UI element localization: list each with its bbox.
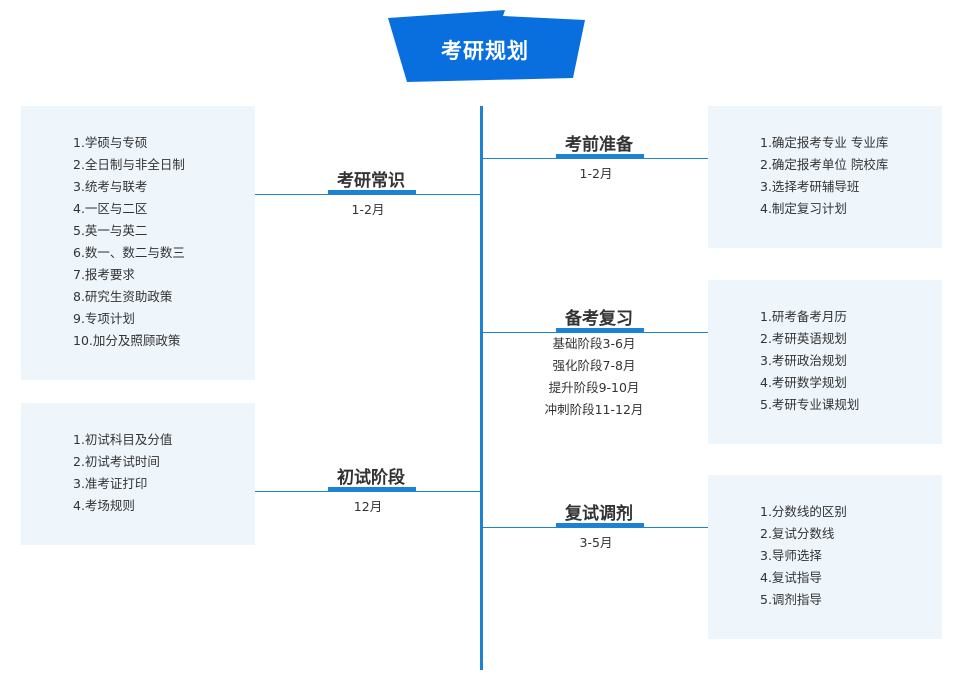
item-list-kaoyan-changshi: 1.学硕与专硕 2.全日制与非全日制 3.统考与联考 4.一区与二区 5.英一与英二 6.… — [73, 132, 185, 352]
list-item: 2.全日制与非全日制 — [73, 157, 185, 172]
branch-date-kaoqian-zhunbei: 1-2月 — [579, 166, 613, 181]
list-item: 8.研究生资助政策 — [73, 289, 173, 304]
list-item: 4.一区与二区 — [73, 201, 148, 216]
list-item: 2.复试分数线 — [760, 526, 835, 541]
connector-fushi-tiaoji — [483, 527, 708, 528]
info-box-kaoyan-changshi: 1.学硕与专硕 2.全日制与非全日制 3.统考与联考 4.一区与二区 5.英一与英二 6.… — [21, 106, 255, 380]
list-item: 1.学硕与专硕 — [73, 135, 148, 150]
info-box-kaoqian-zhunbei: 1.确定报考专业 专业库 2.确定报考单位 院校库 3.选择考研辅导班 4.制定复习计… — [708, 106, 942, 248]
info-box-chushi-jieduan: 1.初试科目及分值 2.初试考试时间 3.准考证打印 4.考场规则 — [21, 403, 255, 545]
list-item: 2.考研英语规划 — [760, 331, 847, 346]
branch-underline-fushi-tiaoji — [556, 523, 644, 527]
item-list-beikao-fuxi: 1.研考备考月历 2.考研英语规划 3.考研政治规划 4.考研数学规划 5.考研专业课规… — [760, 306, 859, 416]
branch-date-chushi-jieduan: 12月 — [353, 499, 383, 514]
list-item: 4.复试指导 — [760, 570, 822, 585]
branch-title-beikao-fuxi: 备考复习 — [565, 309, 633, 329]
branch-title-kaoyan-changshi: 考研常识 — [337, 171, 405, 191]
info-box-fushi-tiaoji: 1.分数线的区别 2.复试分数线 3.导师选择 4.复试指导 5.调剂指导 — [708, 475, 942, 639]
branch-underline-chushi-jieduan — [328, 487, 416, 491]
connector-kaoqian-zhunbei — [483, 158, 708, 159]
list-item: 9.专项计划 — [73, 311, 135, 326]
branch-underline-kaoqian-zhunbei — [556, 154, 644, 158]
list-item: 7.报考要求 — [73, 267, 135, 282]
branch-title-chushi-jieduan: 初试阶段 — [337, 468, 405, 488]
list-item: 1.初试科目及分值 — [73, 432, 173, 447]
list-item: 2.确定报考单位 院校库 — [760, 157, 889, 172]
branch-underline-kaoyan-changshi — [328, 190, 416, 194]
title-banner: 考研规划 — [385, 8, 590, 88]
list-item: 5.英一与英二 — [73, 223, 148, 238]
connector-beikao-fuxi — [483, 332, 708, 333]
phase-list-beikao-fuxi: 基础阶段3-6月强化阶段7-8月提升阶段9-10月冲刺阶段11-12月 — [514, 333, 674, 421]
phase-item: 冲刺阶段11-12月 — [544, 402, 644, 417]
list-item: 3.选择考研辅导班 — [760, 179, 860, 194]
info-box-beikao-fuxi: 1.研考备考月历 2.考研英语规划 3.考研政治规划 4.考研数学规划 5.考研专业课规… — [708, 280, 942, 444]
branch-date-kaoyan-changshi: 1-2月 — [351, 202, 385, 217]
list-item: 6.数一、数二与数三 — [73, 245, 185, 260]
list-item: 1.分数线的区别 — [760, 504, 847, 519]
list-item: 4.考研数学规划 — [760, 375, 847, 390]
list-item: 1.研考备考月历 — [760, 309, 847, 324]
list-item: 3.统考与联考 — [73, 179, 148, 194]
list-item: 10.加分及照顾政策 — [73, 333, 181, 348]
item-list-kaoqian-zhunbei: 1.确定报考专业 专业库 2.确定报考单位 院校库 3.选择考研辅导班 4.制定复习计… — [760, 132, 888, 220]
item-list-fushi-tiaoji: 1.分数线的区别 2.复试分数线 3.导师选择 4.复试指导 5.调剂指导 — [760, 501, 847, 611]
banner-shape — [388, 10, 585, 82]
list-item: 3.准考证打印 — [73, 476, 148, 491]
connector-kaoyan-changshi — [255, 194, 480, 195]
phase-item: 基础阶段3-6月 — [552, 336, 636, 351]
phase-item: 提升阶段9-10月 — [548, 380, 640, 395]
list-item: 2.初试考试时间 — [73, 454, 160, 469]
branch-underline-beikao-fuxi — [556, 328, 644, 332]
list-item: 3.导师选择 — [760, 548, 822, 563]
list-item: 5.考研专业课规划 — [760, 397, 860, 412]
branch-title-kaoqian-zhunbei: 考前准备 — [565, 135, 633, 155]
list-item: 3.考研政治规划 — [760, 353, 847, 368]
list-item: 4.制定复习计划 — [760, 201, 847, 216]
page-title: 考研规划 — [441, 39, 529, 63]
connector-chushi-jieduan — [255, 491, 480, 492]
item-list-chushi-jieduan: 1.初试科目及分值 2.初试考试时间 3.准考证打印 4.考场规则 — [73, 429, 172, 517]
phase-item: 强化阶段7-8月 — [552, 358, 636, 373]
branch-date-fushi-tiaoji: 3-5月 — [579, 535, 613, 550]
list-item: 1.确定报考专业 专业库 — [760, 135, 889, 150]
list-item: 4.考场规则 — [73, 498, 135, 513]
central-spine — [480, 106, 483, 670]
branch-title-fushi-tiaoji: 复试调剂 — [565, 504, 633, 524]
list-item: 5.调剂指导 — [760, 592, 822, 607]
